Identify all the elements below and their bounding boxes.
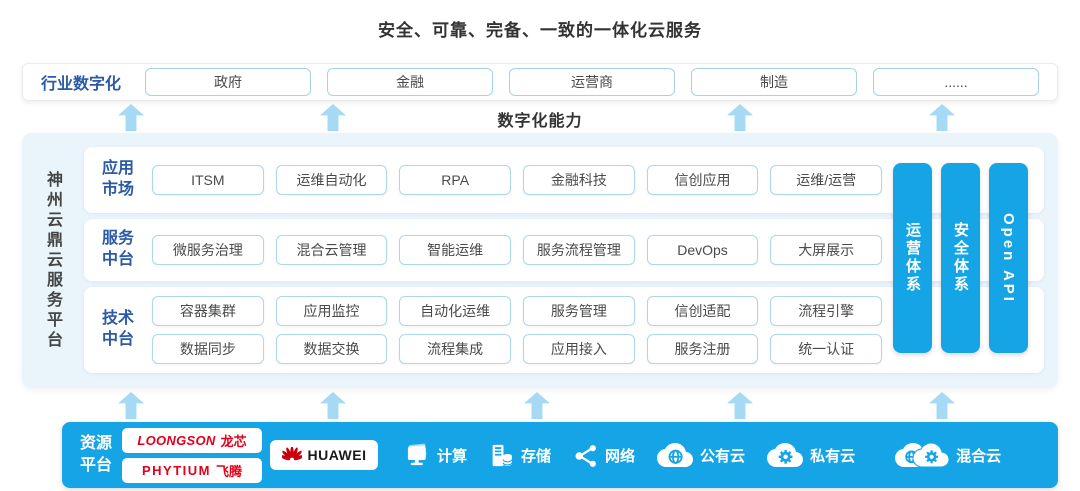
huawei-flower-icon xyxy=(281,446,302,460)
network-icon xyxy=(575,444,596,467)
resource-items: 计算 xyxy=(404,442,1001,468)
public-cloud-icon xyxy=(657,443,694,467)
chip-app-monitoring: 应用监控 xyxy=(275,296,388,326)
chip-data-exchange: 数据交换 xyxy=(275,334,388,364)
chip-devops: DevOps xyxy=(646,235,759,265)
chip-ops-operation: 运维/运营 xyxy=(770,165,883,195)
bar-operation-system: 运营体系 xyxy=(893,163,932,353)
chip-process-engine: 流程引擎 xyxy=(770,296,883,326)
chip-xinchuang-app: 信创应用 xyxy=(646,165,759,195)
row-service-platform-label: 服务中台 xyxy=(101,230,134,268)
resource-compute: 计算 xyxy=(404,442,467,468)
chip-dashboard-display: 大屏展示 xyxy=(770,235,883,265)
chip-xinchuang-adaptation: 信创适配 xyxy=(646,296,759,326)
chip-itsm: ITSM xyxy=(152,165,264,195)
bar-open-api: Open API xyxy=(989,163,1028,353)
resource-storage: 存储 xyxy=(489,443,551,468)
industry-row: 行业数字化 政府 金融 运营商 制造 ...... xyxy=(22,63,1058,101)
cpu-vendor-logos: LOONGSON 龙芯 PHYTIUM 飞腾 xyxy=(122,427,262,483)
industry-box-operator: 运营商 xyxy=(509,68,676,96)
resource-network: 网络 xyxy=(573,443,635,468)
row-tech-platform-label: 技术中台 xyxy=(101,310,134,348)
row-app-market-label: 应用市场 xyxy=(101,160,134,198)
industry-box-manufacturing: 制造 xyxy=(691,68,858,96)
chip-fintech: 金融科技 xyxy=(523,165,635,195)
row-tech-platform-chips: 容器集群 应用监控 自动化运维 服务管理 信创适配 流程引擎 数据同步 数据交换… xyxy=(152,296,1044,364)
cloud-platform-panel: 神州云鼎云服务平台 应用市场 ITSM 运维自动化 RPA 金融科技 信创应用 … xyxy=(22,133,1058,388)
chip-microservice-governance: 微服务治理 xyxy=(152,235,264,265)
platform-name: 神州云鼎云服务平台 xyxy=(44,170,61,351)
up-arrow-icon xyxy=(524,392,550,419)
resource-platform-band: 资源平台 LOONGSON 龙芯 PHYTIUM 飞腾 xyxy=(62,422,1058,488)
industry-box-more: ...... xyxy=(873,68,1040,96)
row-tech-platform: 技术中台 容器集群 应用监控 自动化运维 服务管理 信创适配 流程引擎 数据同步… xyxy=(84,287,1044,373)
huawei-logo: HUAWEI xyxy=(270,440,378,470)
industry-row-label: 行业数字化 xyxy=(41,76,122,93)
up-arrow-icon xyxy=(118,392,144,419)
row-service-platform: 服务中台 微服务治理 混合云管理 智能运维 服务流程管理 DevOps 大屏展示 xyxy=(84,219,1044,281)
chip-service-process-mgmt: 服务流程管理 xyxy=(523,235,635,265)
chip-app-access: 应用接入 xyxy=(523,334,635,364)
chip-automated-ops: 自动化运维 xyxy=(399,296,512,326)
hybrid-cloud-icon xyxy=(895,443,950,467)
resource-private-cloud: 私有云 xyxy=(767,443,855,467)
phytium-logo: PHYTIUM 飞腾 xyxy=(122,457,262,483)
page-title: 安全、可靠、完备、一致的一体化云服务 xyxy=(378,21,702,40)
up-arrow-icon xyxy=(929,392,955,419)
row-app-market-chips: ITSM 运维自动化 RPA 金融科技 信创应用 运维/运营 xyxy=(152,165,1044,195)
platform-rows: 应用市场 ITSM 运维自动化 RPA 金融科技 信创应用 运维/运营 服务中台… xyxy=(84,147,1044,373)
digital-capability-label: 数字化能力 xyxy=(497,113,583,130)
row-app-market: 应用市场 ITSM 运维自动化 RPA 金融科技 信创应用 运维/运营 xyxy=(84,147,1044,213)
chip-intelligent-ops: 智能运维 xyxy=(399,235,512,265)
storage-icon xyxy=(492,444,513,466)
chip-service-mgmt: 服务管理 xyxy=(523,296,635,326)
compute-icon xyxy=(407,443,427,466)
resource-public-cloud: 公有云 xyxy=(657,443,745,467)
up-arrow-icon xyxy=(727,392,753,419)
chip-service-registration: 服务注册 xyxy=(646,334,759,364)
resource-hybrid-cloud: 混合云 xyxy=(895,443,1001,467)
chip-process-integration: 流程集成 xyxy=(399,334,512,364)
chip-rpa: RPA xyxy=(399,165,512,195)
industry-box-government: 政府 xyxy=(145,68,312,96)
chip-container-cluster: 容器集群 xyxy=(152,296,264,326)
industry-box-finance: 金融 xyxy=(327,68,494,96)
up-arrow-icon xyxy=(320,392,346,419)
chip-data-sync: 数据同步 xyxy=(152,334,264,364)
private-cloud-icon xyxy=(767,443,804,467)
row-service-platform-chips: 微服务治理 混合云管理 智能运维 服务流程管理 DevOps 大屏展示 xyxy=(152,235,1044,265)
side-bars: 运营体系 安全体系 Open API xyxy=(893,163,1028,353)
chip-ops-automation: 运维自动化 xyxy=(275,165,388,195)
resource-platform-label: 资源平台 xyxy=(79,435,112,474)
chip-unified-auth: 统一认证 xyxy=(770,334,883,364)
bar-security-system: 安全体系 xyxy=(941,163,980,353)
chip-hybrid-cloud-mgmt: 混合云管理 xyxy=(275,235,388,265)
loongson-logo: LOONGSON 龙芯 xyxy=(122,427,262,453)
